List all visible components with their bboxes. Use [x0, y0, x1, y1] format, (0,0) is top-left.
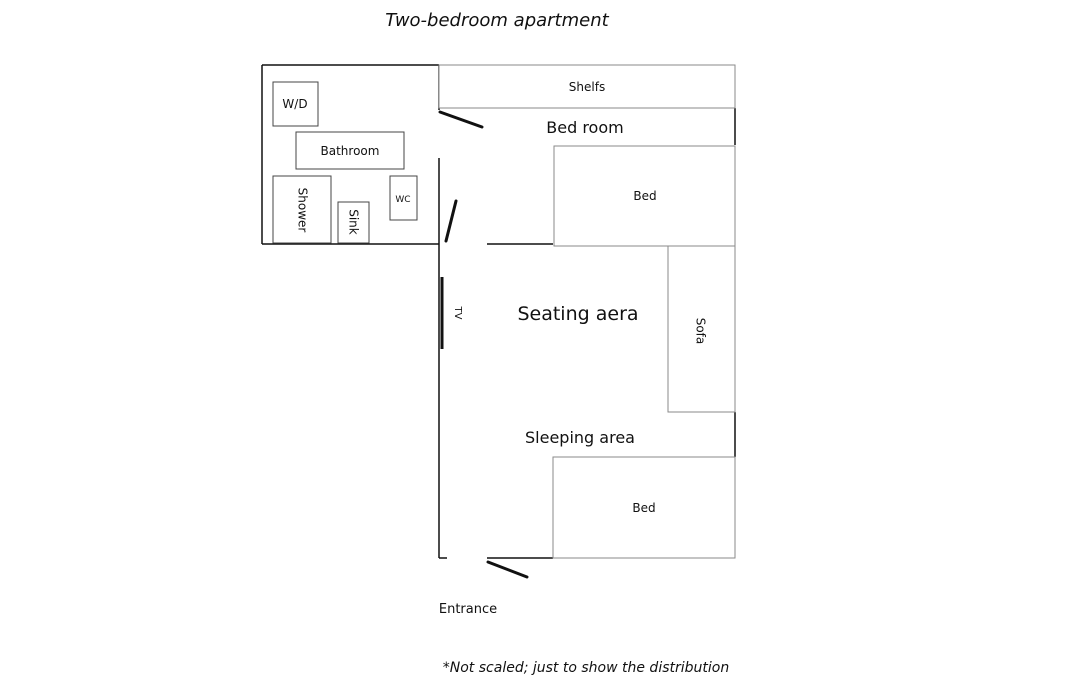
bed-top — [553, 145, 736, 247]
sink — [337, 201, 370, 244]
bathroom-fixtures — [272, 81, 418, 244]
apartment-walls — [438, 108, 736, 559]
entrance-door — [486, 560, 529, 579]
shelfs — [438, 64, 736, 109]
shower-label: Shower — [296, 188, 310, 233]
bathroom-door — [444, 199, 458, 243]
bedroom-door — [438, 110, 484, 129]
wc — [389, 175, 418, 221]
tv-label: TV — [452, 306, 463, 320]
sink-label: Sink — [347, 209, 361, 235]
wd-label: W/D — [282, 97, 307, 111]
sleeping-area-label: Sleeping area — [525, 428, 635, 447]
bathroom-counter — [295, 131, 405, 170]
shelfs-label: Shelfs — [569, 80, 605, 94]
bedroom-label: Bed room — [546, 118, 623, 137]
furniture — [438, 64, 736, 559]
washer-dryer — [272, 81, 319, 127]
sofa-label: Sofa — [694, 318, 708, 345]
shower — [272, 175, 332, 244]
scale-note: *Not scaled; just to show the distributi… — [443, 660, 729, 676]
plan-title: Two-bedroom apartment — [385, 10, 609, 31]
wc-label: WC — [395, 195, 410, 205]
bed-bottom-label: Bed — [632, 501, 655, 515]
sofa — [667, 245, 736, 413]
entrance-label: Entrance — [439, 602, 497, 617]
seating-area-label: Seating aera — [517, 303, 638, 325]
bathroom-label: Bathroom — [321, 144, 380, 158]
bed-top-label: Bed — [633, 189, 656, 203]
bed-bottom — [552, 456, 736, 559]
doors — [438, 110, 529, 579]
